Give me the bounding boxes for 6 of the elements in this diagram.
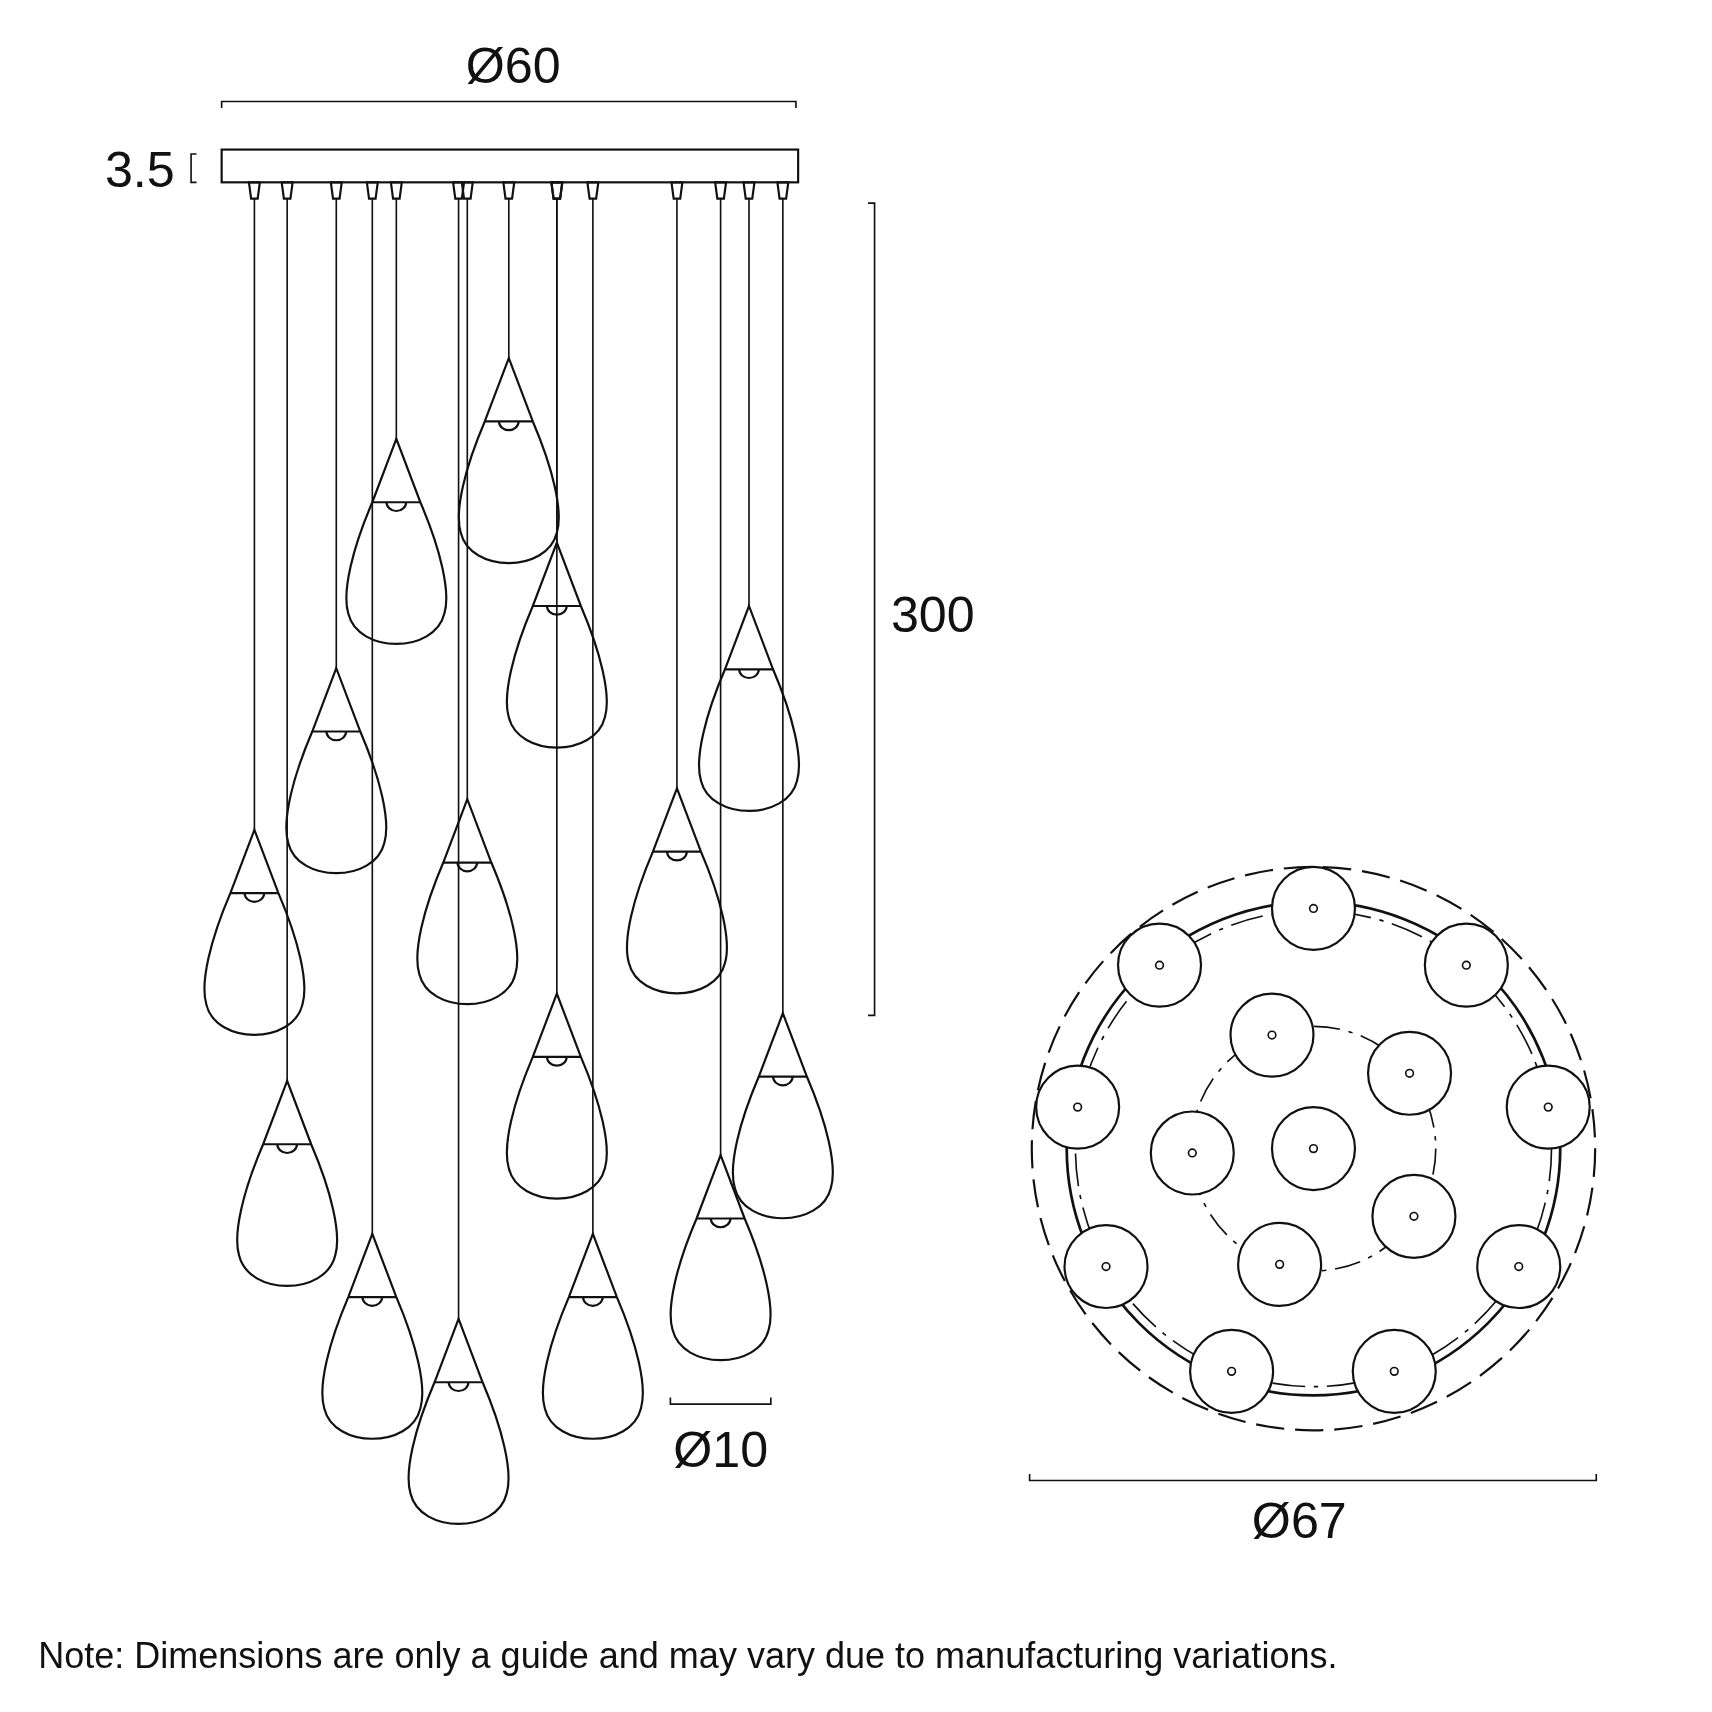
dimension-label: 300 [890,589,975,640]
dimension-label: Ø67 [1251,1495,1347,1547]
dimension-label: 3.5 [104,145,175,196]
dimension-label: Ø60 [465,41,561,92]
note-text: Note: Dimensions are only a guide and may vary due to manufacturing variations. [38,1637,1338,1674]
dimension-label: Ø10 [673,1424,769,1476]
